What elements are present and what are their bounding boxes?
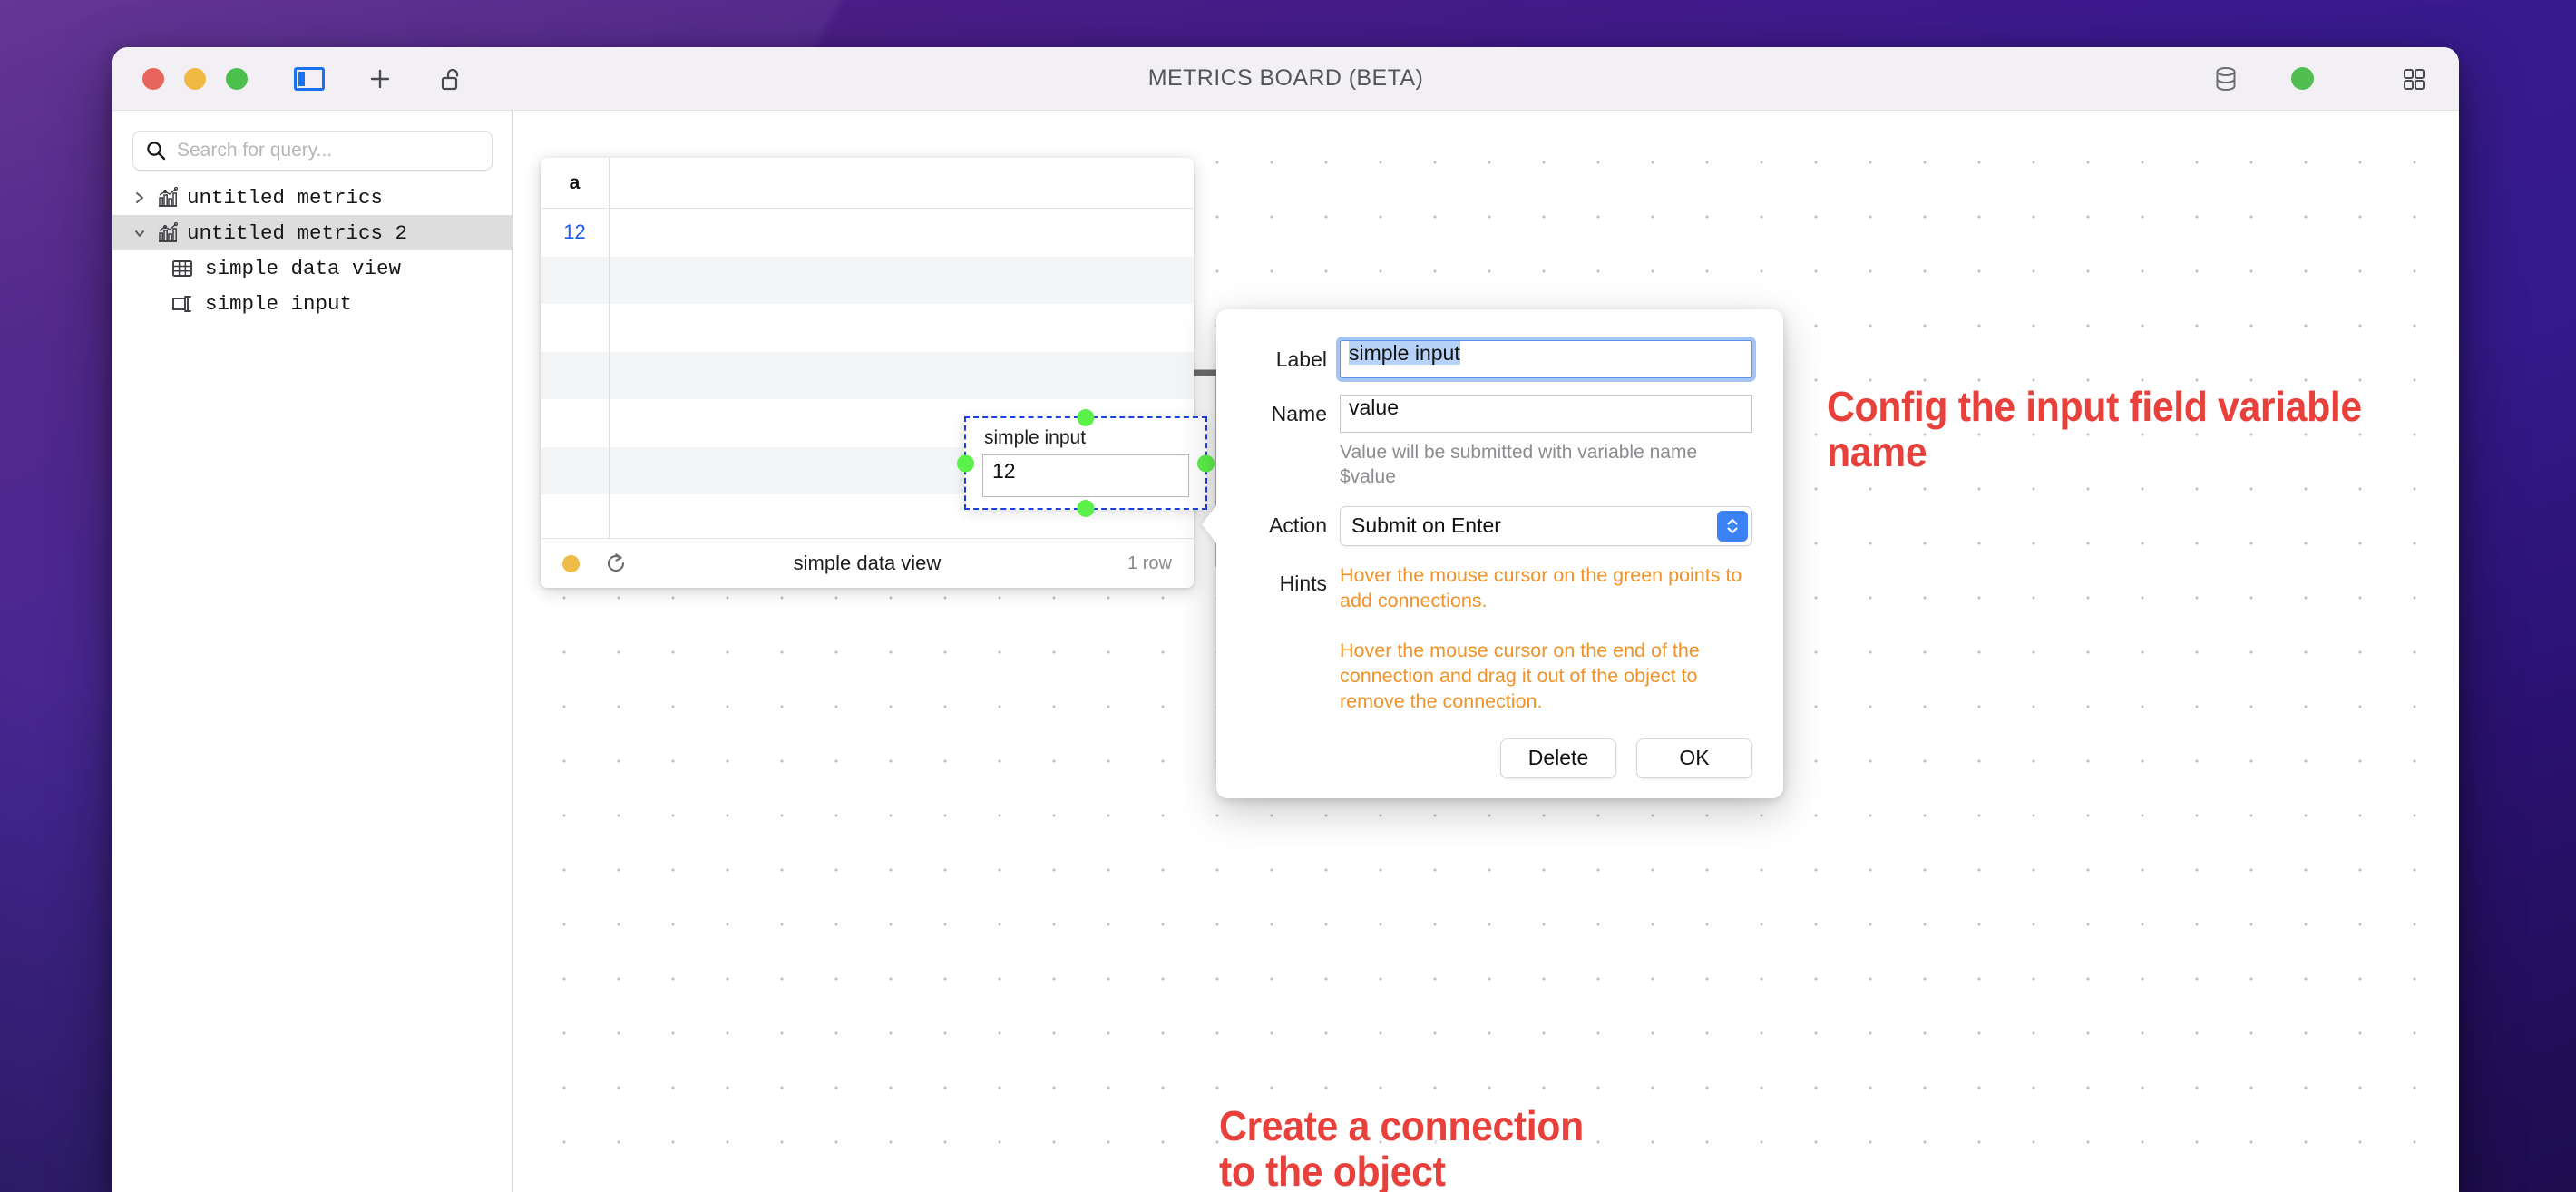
row-count-label: 1 row: [1127, 552, 1172, 573]
table-icon: [169, 257, 196, 280]
hints-label: Hints: [1279, 571, 1327, 595]
connection-handle-right[interactable]: [1197, 454, 1215, 472]
sidebar-item-simple-data-view[interactable]: simple data view: [112, 250, 512, 286]
name-input-value: value: [1349, 396, 1399, 419]
search-icon: [146, 141, 166, 165]
table-row-empty: [541, 399, 1194, 447]
input-node-value: 12: [992, 459, 1016, 483]
table-body: 12: [541, 209, 1194, 538]
table-row-empty: [541, 351, 1194, 399]
chevron-updown-icon[interactable]: [1717, 510, 1748, 542]
zoom-button[interactable]: [226, 67, 248, 90]
search-field[interactable]: [132, 131, 493, 171]
table-row-empty: [541, 256, 1194, 304]
traffic-lights: [142, 67, 248, 90]
action-field-label: Action: [1269, 513, 1327, 537]
table-row[interactable]: 12: [541, 209, 1194, 257]
dialog-buttons: Delete OK: [1247, 738, 1752, 778]
input-node-title: simple input: [984, 427, 1087, 448]
sidebar-item-label: untitled metrics: [187, 185, 384, 210]
minimize-button[interactable]: [184, 67, 206, 90]
label-field-row: Label simple input: [1247, 340, 1752, 378]
annotation-connection-text: Create a connection to the object: [1219, 1102, 1584, 1192]
sidebar-item-label: simple data view: [205, 256, 402, 280]
action-select[interactable]: Submit on Enter: [1340, 505, 1752, 546]
grid-apps-icon[interactable]: [2395, 61, 2432, 97]
ok-button[interactable]: OK: [1636, 738, 1752, 778]
sidebar-item-simple-input[interactable]: simple input: [112, 286, 512, 321]
query-tree: untitled metrics: [112, 180, 512, 321]
hint-text-remove: Hover the mouse cursor on the end of the…: [1340, 639, 1700, 713]
input-config-dialog[interactable]: Label simple input Name value Value will…: [1216, 309, 1783, 798]
metrics-chart-icon: [154, 186, 181, 210]
hint-text-connections: Hover the mouse cursor on the green poin…: [1340, 563, 1742, 612]
data-view-title: simple data view: [793, 552, 942, 574]
data-view-panel[interactable]: a 12: [541, 158, 1194, 588]
refresh-icon[interactable]: [604, 552, 628, 575]
table-row-empty: [541, 494, 1194, 538]
search-input[interactable]: [132, 131, 493, 171]
chevron-right-icon[interactable]: [131, 191, 149, 205]
status-dot-green: [2291, 67, 2314, 90]
database-icon[interactable]: [2208, 61, 2244, 97]
chevron-down-icon[interactable]: [131, 226, 149, 240]
name-input[interactable]: value: [1340, 395, 1752, 433]
connection-handle-left[interactable]: [957, 454, 974, 472]
board-canvas[interactable]: a 12: [513, 111, 2459, 1192]
sidebar-item-label: untitled metrics 2: [187, 220, 408, 245]
app-window: METRICS BOARD (BETA): [112, 47, 2459, 1192]
input-node[interactable]: simple input 12: [957, 409, 1215, 517]
sidebar-item-untitled-metrics-2[interactable]: untitled metrics 2: [112, 215, 512, 250]
column-header-a: a: [569, 171, 581, 193]
cell-value: 12: [563, 220, 586, 244]
label-input[interactable]: simple input: [1340, 340, 1752, 378]
connection-handle-bottom[interactable]: [1077, 500, 1095, 517]
sidebar: untitled metrics: [112, 111, 513, 1192]
table-row-empty: [541, 304, 1194, 352]
name-field-row: Name value Value will be submitted with …: [1247, 395, 1752, 490]
metrics-chart-icon: [154, 221, 181, 245]
label-input-value: simple input: [1349, 341, 1460, 365]
plus-icon[interactable]: [362, 61, 398, 97]
label-field-label: Label: [1275, 347, 1327, 371]
close-button[interactable]: [142, 67, 164, 90]
data-view-footer: simple data view 1 row: [541, 538, 1194, 588]
name-field-label: Name: [1271, 402, 1327, 425]
sidebar-item-label: simple input: [205, 291, 353, 316]
table-header-row: a: [541, 158, 1194, 209]
window-body: untitled metrics: [112, 111, 2459, 1192]
action-select-value: Submit on Enter: [1351, 513, 1501, 538]
delete-button[interactable]: Delete: [1500, 738, 1616, 778]
connection-handle-top[interactable]: [1077, 409, 1095, 426]
unlock-icon[interactable]: [433, 61, 469, 97]
action-field-row: Action Submit on Enter: [1247, 505, 1752, 546]
sidebar-item-untitled-metrics[interactable]: untitled metrics: [112, 180, 512, 215]
input-node-field[interactable]: 12: [982, 454, 1189, 497]
toolbar-right: [2173, 61, 2432, 97]
window-titlebar: METRICS BOARD (BETA): [112, 47, 2459, 111]
name-helper-text: Value will be submitted with variable na…: [1340, 442, 1698, 487]
annotation-config-text: Config the input field variable name: [1827, 383, 2362, 475]
input-node-icon: [169, 292, 196, 316]
sidebar-toggle-icon[interactable]: [291, 61, 327, 97]
hints-row: Hints Hover the mouse cursor on the gree…: [1247, 562, 1752, 715]
status-badge: [562, 554, 580, 572]
